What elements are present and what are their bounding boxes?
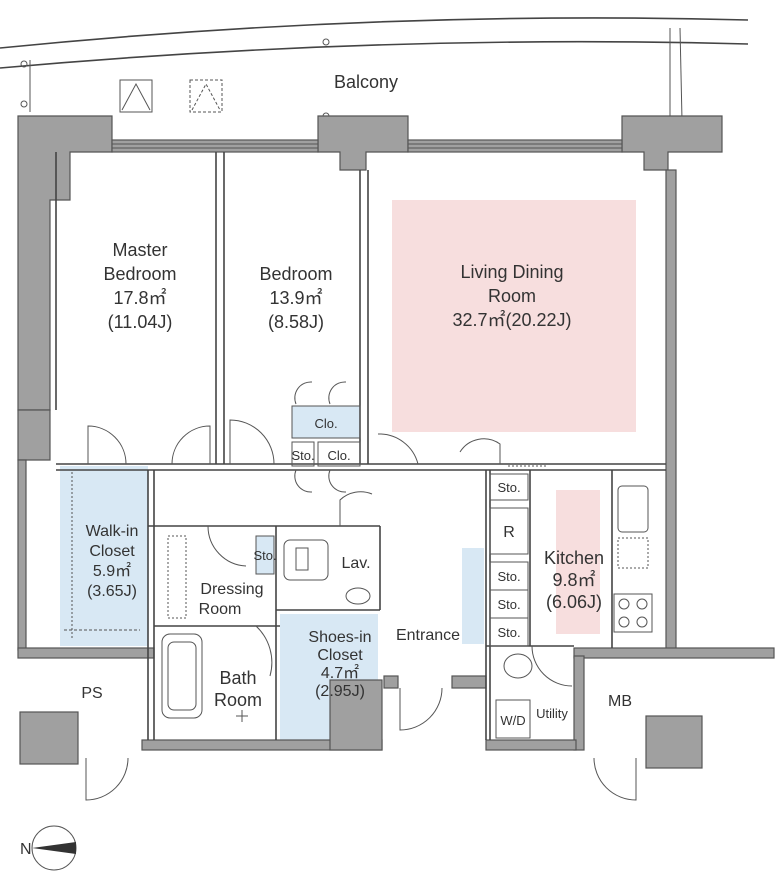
label-master-bedroom-2: Bedroom: [103, 264, 176, 284]
label-lav: Lav.: [341, 555, 370, 572]
label-utility: Utility: [536, 706, 568, 721]
label-sto-k3: Sto.: [497, 597, 520, 612]
label-sto-k4: Sto.: [497, 625, 520, 640]
label-master-bedroom-1: Master: [112, 240, 167, 260]
balcony-area: [0, 17, 749, 121]
label-walkin-1: Walk-in: [86, 523, 139, 540]
label-dressing-2: Room: [199, 601, 242, 618]
storage-boxes: [255, 405, 531, 739]
label-kitchen-jo: (6.06J): [546, 592, 602, 612]
label-mb: MB: [608, 693, 632, 710]
clo-upper-fill: [292, 406, 360, 438]
label-bath-2: Room: [214, 690, 262, 710]
compass-label: N: [20, 841, 32, 858]
label-sto-k2: Sto.: [497, 569, 520, 584]
sink-icon: [617, 485, 649, 533]
sto-dressing-fill: [256, 536, 274, 574]
bathtub-icon: [161, 633, 203, 719]
label-balcony: Balcony: [334, 72, 398, 92]
label-living-area: 32.7㎡(20.22J): [452, 309, 571, 330]
label-shoes-jo: (2.95J): [315, 683, 365, 700]
label-ps: PS: [81, 685, 102, 702]
label-bedroom-area: 13.9㎡: [269, 287, 322, 308]
label-walkin-area: 5.9㎡: [93, 562, 131, 580]
north-compass-icon: N: [20, 825, 77, 871]
label-entrance: Entrance: [396, 627, 460, 644]
windows: [112, 143, 622, 149]
doors: [85, 381, 637, 801]
label-bedroom-jo: (8.58J): [268, 312, 324, 332]
cooktop-icon: [613, 593, 653, 633]
label-living-1: Living Dining: [460, 262, 563, 282]
label-bath-1: Bath: [219, 668, 256, 688]
kitchen-highlight: [556, 490, 600, 634]
toilet-icon: [283, 539, 329, 581]
label-kitchen-area: 9.8㎡: [552, 569, 595, 590]
label-walkin-jo: (3.65J): [87, 583, 137, 600]
label-wd: W/D: [500, 713, 525, 728]
entrance-storage-fill: [462, 548, 484, 644]
balcony-vent-icon: [119, 79, 153, 113]
balcony-vent-dashed-icon: [189, 79, 223, 113]
utility-toilet-icon: [503, 653, 533, 679]
walkin-closet-fill: [60, 466, 148, 646]
washbasin-icon: [345, 587, 371, 605]
fixtures: [161, 485, 653, 722]
label-shoes-1: Shoes-in: [308, 629, 371, 646]
label-master-bedroom-area: 17.8㎡: [113, 287, 166, 308]
label-bedroom: Bedroom: [259, 264, 332, 284]
label-clo-upper: Clo.: [314, 416, 337, 431]
label-living-2: Room: [488, 286, 536, 306]
label-shoes-area: 4.7㎡: [321, 664, 359, 682]
label-walkin-2: Closet: [89, 543, 135, 560]
label-sto-k1: Sto.: [497, 480, 520, 495]
label-clo-lower: Clo.: [327, 448, 350, 463]
label-master-bedroom-jo: (11.04J): [108, 312, 173, 332]
label-fridge: R: [503, 524, 515, 541]
living-highlight: [392, 200, 636, 432]
label-sto-dressing: Sto.: [253, 548, 276, 563]
walls: [17, 115, 775, 769]
faucet-icon: [236, 710, 248, 722]
label-sto-bedroom: Sto.: [291, 448, 314, 463]
label-shoes-2: Closet: [317, 647, 363, 664]
label-kitchen: Kitchen: [544, 548, 604, 568]
label-dressing-1: Dressing: [200, 581, 263, 598]
